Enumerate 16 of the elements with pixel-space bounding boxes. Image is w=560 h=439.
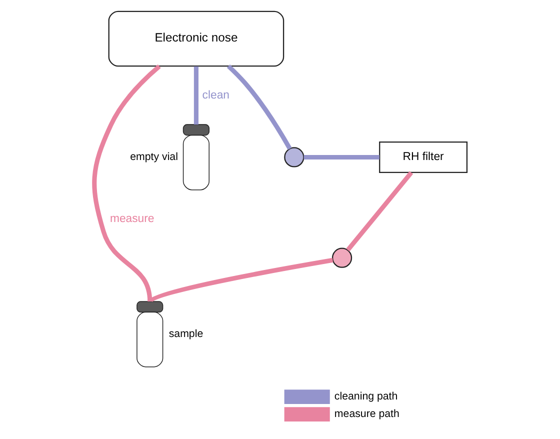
connector — [303, 154, 379, 160]
connector — [346, 171, 413, 252]
edge-label: measure — [110, 213, 154, 226]
connector — [92, 64, 160, 302]
node-circle — [284, 147, 304, 168]
node-box: RH filter — [378, 141, 468, 173]
connector — [193, 66, 198, 125]
connector — [226, 64, 292, 150]
node-label: sample — [168, 328, 203, 340]
node-circle — [331, 248, 352, 268]
node-label: empty vial — [130, 151, 178, 164]
connector — [148, 258, 333, 304]
legend-label: measure path — [334, 408, 399, 420]
legend-label: cleaning path — [334, 390, 398, 403]
node-box: Electronic nose — [108, 10, 284, 67]
edge-label: clean — [202, 89, 229, 102]
